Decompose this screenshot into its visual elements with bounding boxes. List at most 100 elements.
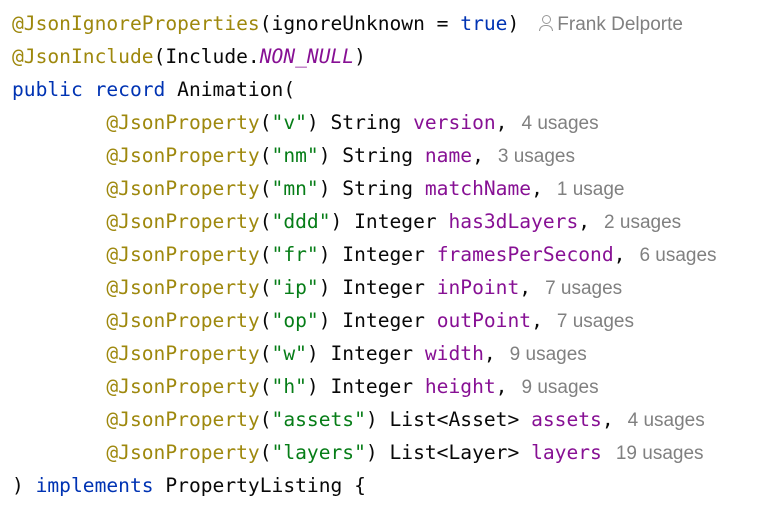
code-line[interactable]: @JsonProperty("fr") Integer framesPerSec… <box>12 238 717 271</box>
code-token-str: "h" <box>271 375 307 398</box>
code-token-str: "w" <box>271 342 307 365</box>
code-token-plain <box>12 408 106 431</box>
code-token-plain <box>83 78 95 101</box>
code-token-ann: @JsonInclude <box>12 45 154 68</box>
code-token-ann: @JsonProperty <box>106 177 260 200</box>
code-token-plain: ) Integer <box>318 276 437 299</box>
code-token-str: "layers" <box>271 441 366 464</box>
code-line[interactable]: @JsonProperty("v") String version,4 usag… <box>12 106 717 139</box>
usages-hint[interactable]: 9 usages <box>521 377 599 398</box>
code-token-plain: Animation( <box>165 78 296 101</box>
code-token-fld: assets <box>531 408 602 431</box>
code-line[interactable]: @JsonProperty("op") Integer outPoint,7 u… <box>12 304 717 337</box>
code-token-plain: , <box>601 408 614 431</box>
code-token-ann: @JsonProperty <box>106 243 260 266</box>
code-token-ann: @JsonProperty <box>106 342 260 365</box>
usages-hint[interactable]: 1 usage <box>556 179 625 200</box>
usages-hint[interactable]: 4 usages <box>521 113 599 134</box>
code-token-plain: ) String <box>318 144 425 167</box>
code-editor[interactable]: @JsonIgnoreProperties(ignoreUnknown = tr… <box>12 7 717 502</box>
code-token-ann: @JsonIgnoreProperties <box>12 12 260 35</box>
code-line[interactable]: @JsonIgnoreProperties(ignoreUnknown = tr… <box>12 7 717 40</box>
usages-hint[interactable]: 3 usages <box>497 146 575 167</box>
code-token-plain: ) String <box>318 177 425 200</box>
code-token-str: "mn" <box>271 177 319 200</box>
code-token-ann: @JsonProperty <box>106 408 260 431</box>
code-token-plain: , <box>613 243 626 266</box>
code-token-kw: implements <box>35 474 154 497</box>
usages-hint[interactable]: 7 usages <box>545 278 623 299</box>
code-token-ann: @JsonProperty <box>106 276 260 299</box>
code-line[interactable]: @JsonInclude(Include.NON_NULL) <box>12 40 717 73</box>
code-token-plain: ( <box>259 375 272 398</box>
code-token-const: NON_NULL <box>259 45 355 68</box>
code-token-plain: ) Integer <box>318 309 437 332</box>
code-token-plain: ) Integer <box>318 243 437 266</box>
code-token-kw: record <box>94 78 166 101</box>
code-token-plain: , <box>578 210 591 233</box>
code-token-plain: , <box>495 375 508 398</box>
code-token-plain: , <box>483 342 496 365</box>
code-token-fld: matchName <box>424 177 532 200</box>
code-token-plain <box>12 375 106 398</box>
usages-hint[interactable]: 4 usages <box>627 410 705 431</box>
author-hint[interactable]: Frank Delporte <box>539 14 683 35</box>
code-token-plain: ( <box>259 276 272 299</box>
code-token-ann: @JsonProperty <box>106 111 260 134</box>
code-token-str: "assets" <box>271 408 366 431</box>
code-token-plain: (ignoreUnknown = <box>259 12 461 35</box>
person-icon <box>539 15 554 31</box>
code-token-plain: ) Integer <box>306 342 425 365</box>
code-token-plain: , <box>495 111 508 134</box>
code-token-plain: ) String <box>306 111 414 134</box>
usages-hint[interactable]: 2 usages <box>604 212 682 233</box>
code-token-plain: ) Integer <box>330 210 449 233</box>
code-token-fld: has3dLayers <box>448 210 579 233</box>
code-token-plain: ( <box>259 309 272 332</box>
code-token-fld: height <box>424 375 496 398</box>
code-token-plain <box>12 144 106 167</box>
usages-hint[interactable]: 6 usages <box>639 245 717 266</box>
code-token-plain: ) Integer <box>306 375 425 398</box>
code-token-plain: ) List<Layer> <box>365 441 532 464</box>
code-token-plain: ( <box>259 342 272 365</box>
code-line[interactable]: @JsonProperty("mn") String matchName,1 u… <box>12 172 717 205</box>
usages-hint[interactable]: 19 usages <box>615 443 704 464</box>
code-token-plain: , <box>519 276 532 299</box>
code-token-ann: @JsonProperty <box>106 144 260 167</box>
code-token-plain: ( <box>259 144 272 167</box>
author-name: Frank Delporte <box>557 14 683 35</box>
code-token-kw: public <box>12 78 83 101</box>
code-token-plain: (Include. <box>153 45 260 68</box>
code-token-str: "ddd" <box>271 210 331 233</box>
code-token-str: "v" <box>271 111 307 134</box>
code-token-plain: ) <box>354 45 366 68</box>
code-line[interactable]: @JsonProperty("layers") List<Layer> laye… <box>12 436 717 469</box>
code-token-fld: outPoint <box>436 309 532 332</box>
code-token-ann: @JsonProperty <box>106 375 260 398</box>
usages-hint[interactable]: 9 usages <box>509 344 587 365</box>
code-line[interactable]: @JsonProperty("w") Integer width, 9 usage… <box>12 337 717 370</box>
code-token-fld: name <box>424 144 473 167</box>
code-line[interactable]: @JsonProperty("ip") Integer inPoint,7 us… <box>12 271 717 304</box>
code-token-ann: @JsonProperty <box>106 210 260 233</box>
code-token-ann: @JsonProperty <box>106 309 260 332</box>
code-token-plain: PropertyListing { <box>153 474 366 497</box>
code-token-str: "fr" <box>271 243 319 266</box>
code-token-fld: version <box>413 111 496 134</box>
code-token-plain: ) List<Asset> <box>365 408 532 431</box>
code-line[interactable]: @JsonProperty("assets") List<Asset> asse… <box>12 403 717 436</box>
code-line[interactable]: ) implements PropertyListing { <box>12 469 717 502</box>
code-token-plain: ( <box>259 210 272 233</box>
code-line[interactable]: public record Animation( <box>12 73 717 106</box>
code-line[interactable]: @JsonProperty("ddd") Integer has3dLayers… <box>12 205 717 238</box>
usages-hint[interactable]: 7 usages <box>556 311 634 332</box>
code-token-plain: ) <box>12 474 36 497</box>
code-line[interactable]: @JsonProperty("nm") String name,3 usages <box>12 139 717 172</box>
code-token-plain <box>12 210 106 233</box>
code-token-plain <box>12 441 106 464</box>
code-token-fld: width <box>424 342 484 365</box>
code-token-plain: ) <box>507 12 520 35</box>
code-line[interactable]: @JsonProperty("h") Integer height, 9 usag… <box>12 370 717 403</box>
code-token-plain: ( <box>259 243 272 266</box>
